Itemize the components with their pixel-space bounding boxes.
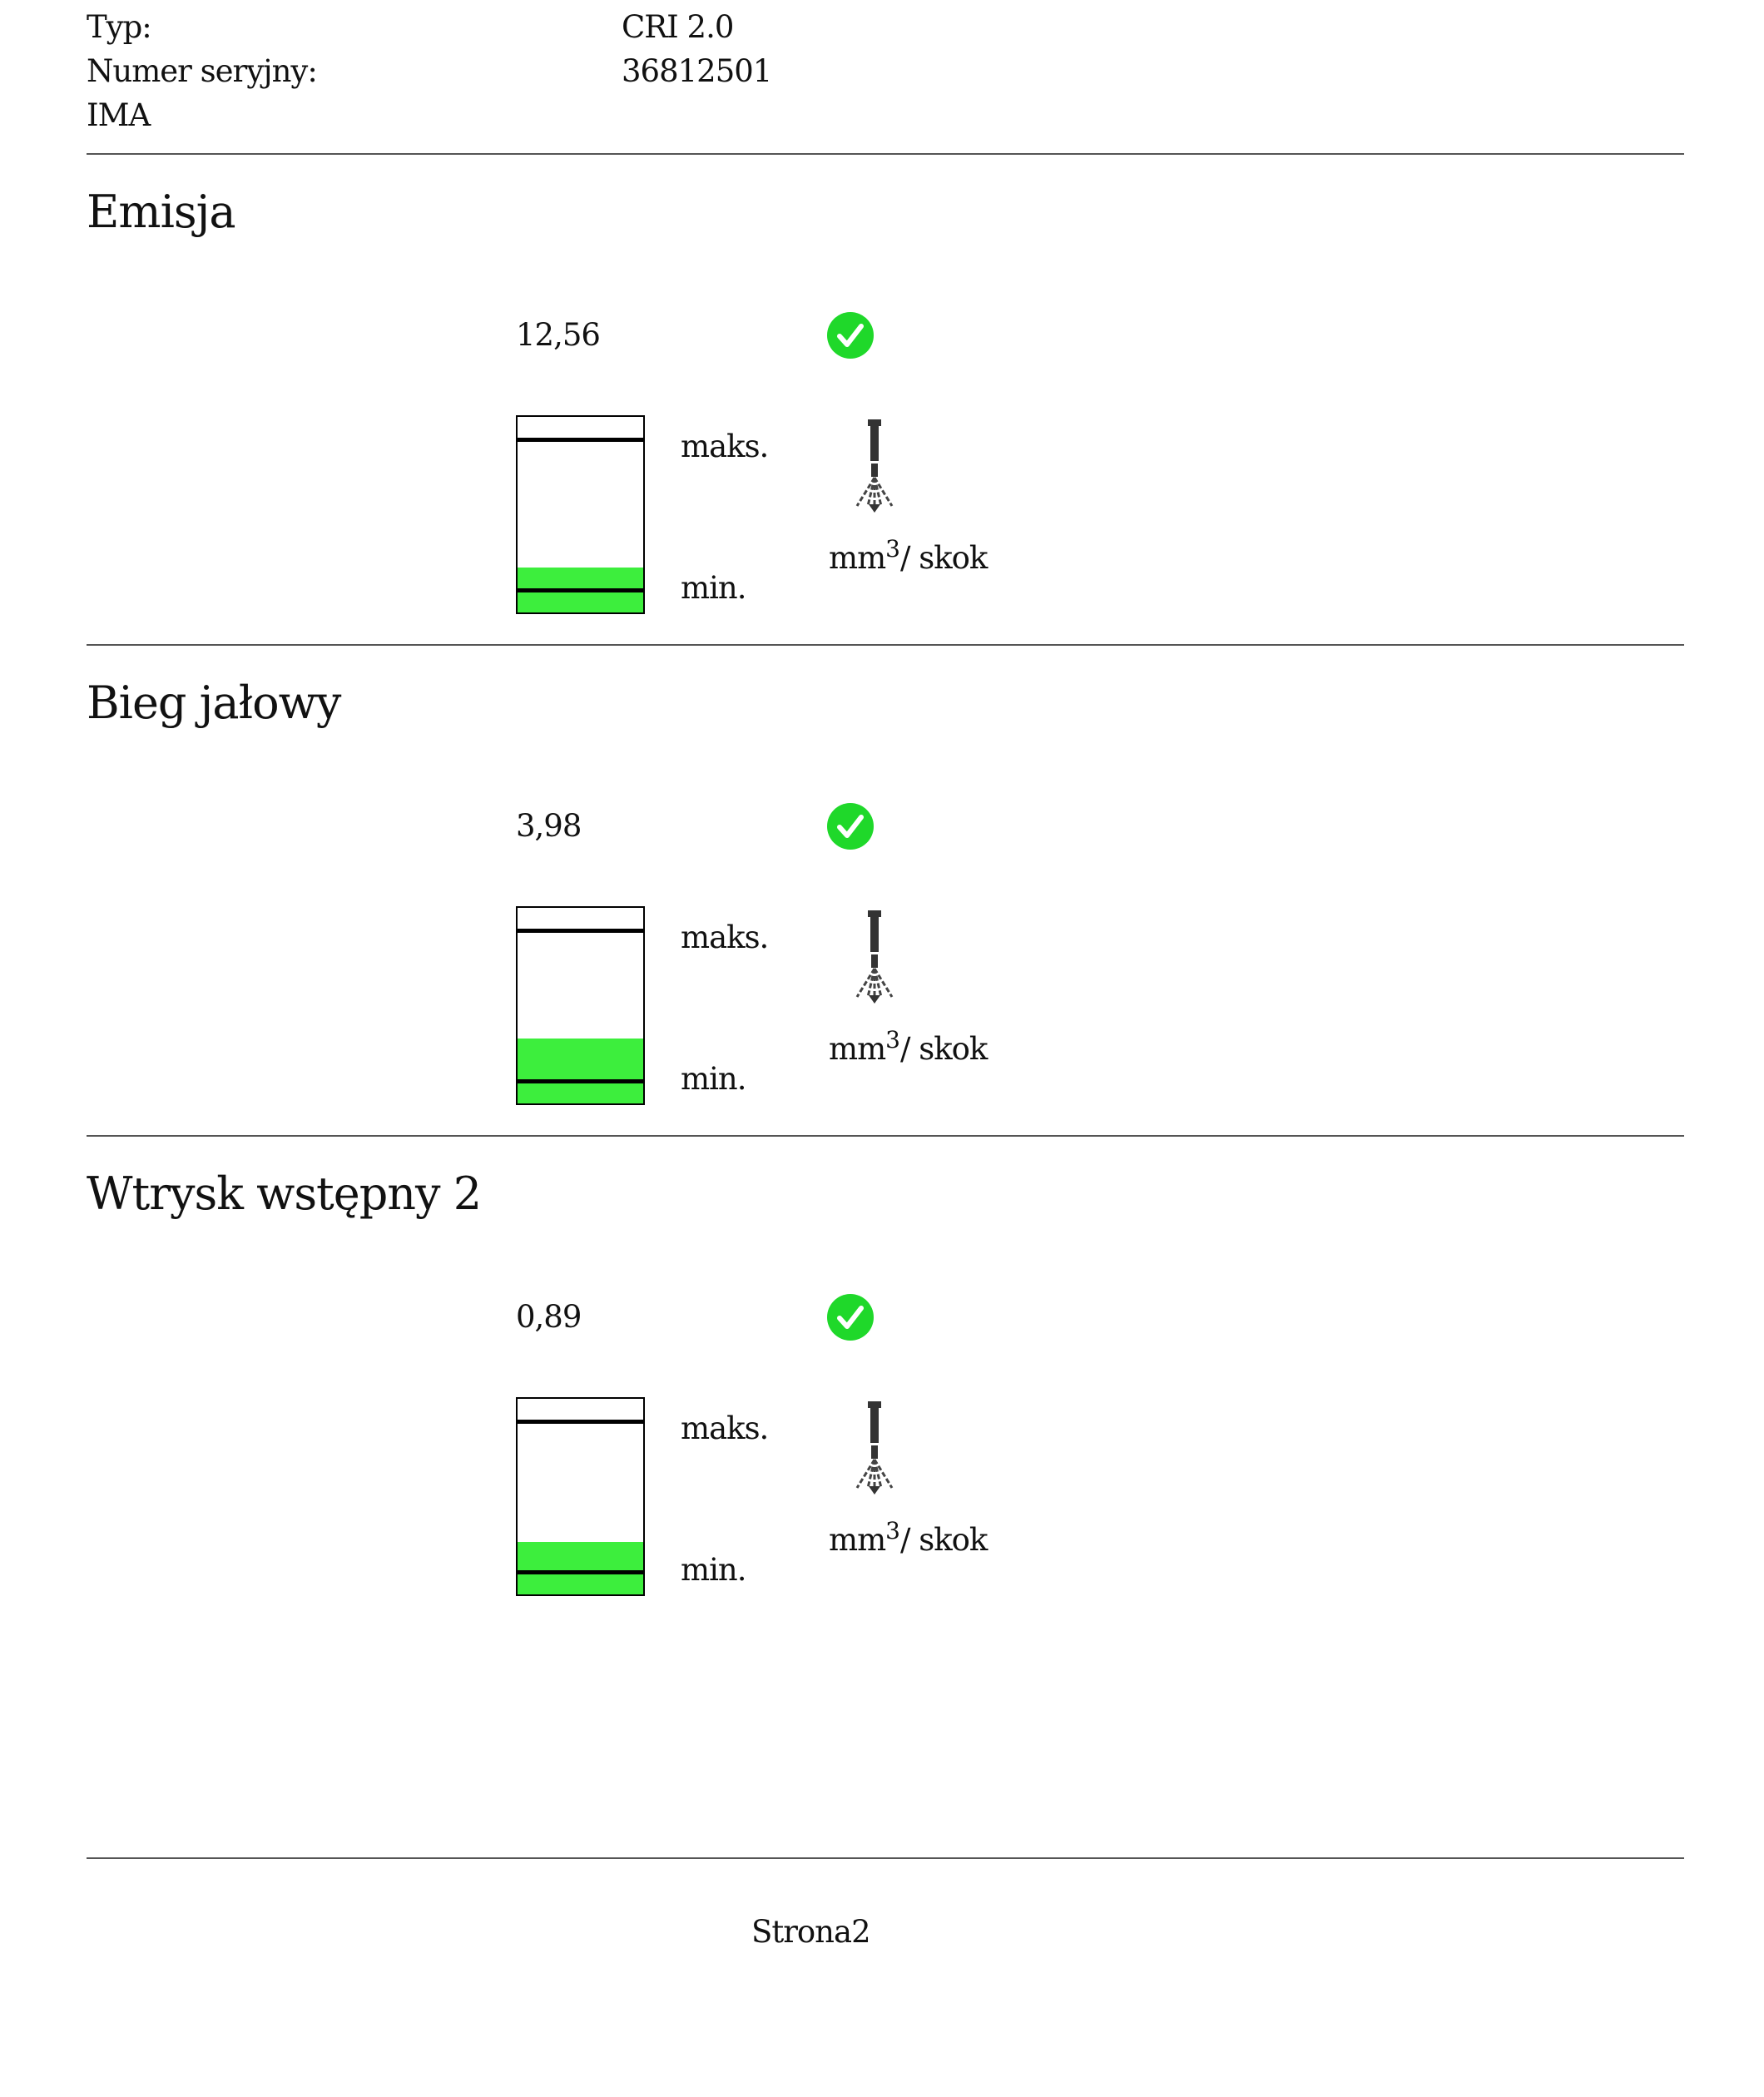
measurement-section: Emisja 12,56 maks. min. mm3/ sko [0,0,1764,646]
gauge-fill [518,1039,643,1103]
min-label: min. [681,1552,747,1588]
max-mark [518,438,643,442]
max-label: maks. [681,429,769,464]
min-label: min. [681,1061,747,1097]
measurement-section: Bieg jałowy 3,98 maks. min. mm3/ [0,491,1764,1137]
section-title: Bieg jałowy [87,677,341,729]
gauge-fill [518,1541,643,1594]
min-mark [518,1570,643,1574]
check-circle-icon [827,803,874,850]
serial-label: Numer seryjny: [87,53,318,89]
min-mark [518,1079,643,1083]
injector-spray-icon [855,419,894,513]
unit-label: mm3/ skok [829,535,988,576]
measured-value: 3,98 [516,808,582,844]
section-title: Wtrysk wstępny 2 [87,1167,482,1220]
max-label: maks. [681,920,769,955]
measured-value: 12,56 [516,317,601,353]
min-mark [518,588,643,592]
ima-label: IMA [87,97,151,133]
max-mark [518,929,643,933]
divider [87,153,1684,155]
section-title: Emisja [87,186,236,238]
injector-spray-icon [855,1401,894,1495]
check-circle-icon [827,312,874,359]
divider [87,1135,1684,1137]
page-number: Strona2 [751,1914,871,1950]
footer-divider [87,1857,1684,1859]
type-label: Typ: [87,9,152,45]
type-value: CRI 2.0 [622,9,734,45]
measurement-section: Wtrysk wstępny 2 0,89 maks. min. [0,982,1764,1596]
max-label: maks. [681,1410,769,1446]
unit-label: mm3/ skok [829,1026,988,1067]
range-gauge [516,906,645,1105]
max-mark [518,1420,643,1424]
divider [87,644,1684,646]
injector-spray-icon [855,910,894,1004]
range-gauge [516,1397,645,1596]
range-gauge [516,415,645,614]
unit-label: mm3/ skok [829,1517,988,1558]
min-label: min. [681,570,747,606]
serial-value: 36812501 [622,53,772,89]
check-circle-icon [827,1294,874,1341]
measured-value: 0,89 [516,1299,582,1335]
